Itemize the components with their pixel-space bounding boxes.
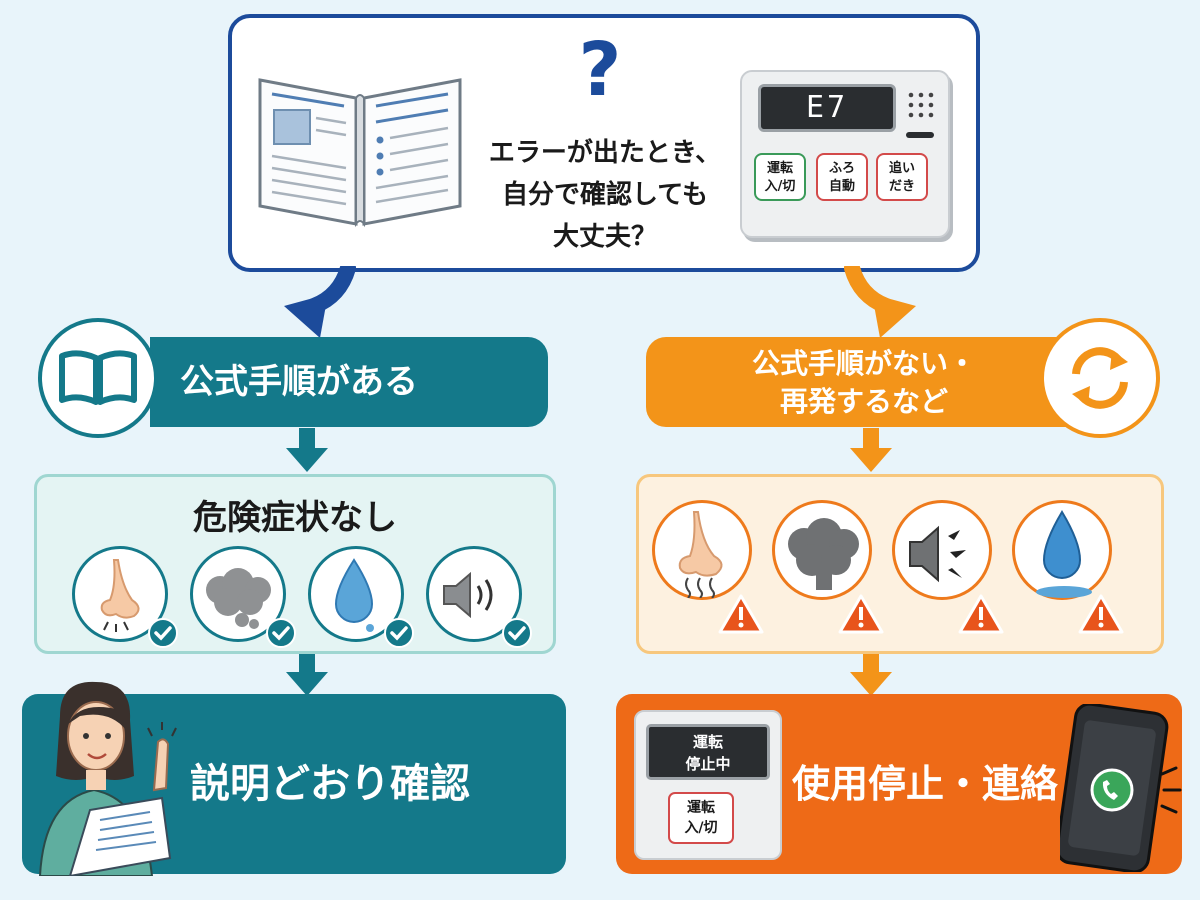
woman-reading-illustration <box>38 681 177 876</box>
arrow-right-branch <box>844 266 916 338</box>
power-button: 運転 入/切 <box>754 153 806 201</box>
stopped-power-button: 運転 入/切 <box>668 792 734 844</box>
question-line-1: エラーが出たとき、 <box>488 138 722 168</box>
smoke-icon <box>788 518 859 590</box>
water-drop-icon <box>1036 510 1092 598</box>
water-drop-icon <box>334 558 374 632</box>
manual-book-icon <box>258 78 462 228</box>
stop-display-line-1: 運転 <box>692 733 723 751</box>
arrow-left-branch <box>284 266 356 338</box>
auto-bath-button: ふろ 自動 <box>816 153 868 201</box>
nose-icon <box>100 559 140 632</box>
question-line-2: 自分で確認しても <box>502 180 708 210</box>
warning-icon <box>718 594 764 634</box>
right-action-label: 使用停止・連絡 <box>792 762 1059 806</box>
stop-button-line-1: 運転 <box>687 800 715 816</box>
right-branch-header: 公式手順がない・ 再発するなど <box>646 337 1082 427</box>
right-header-badge <box>1040 318 1160 438</box>
check-icon <box>384 618 414 648</box>
left-branch-header: 公式手順がある <box>150 337 548 427</box>
stop-display-line-2: 停止中 <box>685 755 731 773</box>
stopped-remote-display: 運転 停止中 <box>646 724 770 780</box>
warning-icon <box>1078 594 1124 634</box>
right-header-line-2: 再発するなど <box>779 385 948 418</box>
question-text: エラーが出たとき、 自分で確認しても 大丈夫？ <box>470 132 740 258</box>
warning-icon <box>838 594 884 634</box>
smartphone-call-icon <box>1060 704 1182 872</box>
arrow-right-1 <box>850 428 892 472</box>
left-symptom-title: 危険症状なし <box>193 498 397 538</box>
stop-button-line-2: 入/切 <box>684 820 718 836</box>
question-line-3: 大丈夫？ <box>552 222 657 252</box>
speaker-grille-icon <box>908 92 934 118</box>
smoke-icon <box>206 568 271 629</box>
arrow-left-1 <box>286 428 328 472</box>
nose-icon <box>678 511 723 598</box>
warning-icon <box>958 594 1004 634</box>
open-book-icon <box>59 350 137 405</box>
remote-indicator <box>906 132 934 138</box>
right-header-line-1: 公式手順がない・ <box>751 347 976 380</box>
left-action-label: 説明どおり確認 <box>190 761 470 807</box>
speaker-icon <box>909 525 966 583</box>
remote-display: E7 <box>758 84 896 132</box>
recurring-cycle-icon <box>1072 347 1128 409</box>
check-icon <box>148 618 178 648</box>
check-icon <box>502 618 532 648</box>
speaker-icon <box>443 571 493 619</box>
arrow-right-2 <box>850 654 892 696</box>
reheat-button: 追い だき <box>876 153 928 201</box>
question-mark-icon: ? <box>578 27 622 113</box>
arrow-left-2 <box>286 654 328 696</box>
check-icon <box>266 618 296 648</box>
symptom-circle <box>892 500 992 600</box>
